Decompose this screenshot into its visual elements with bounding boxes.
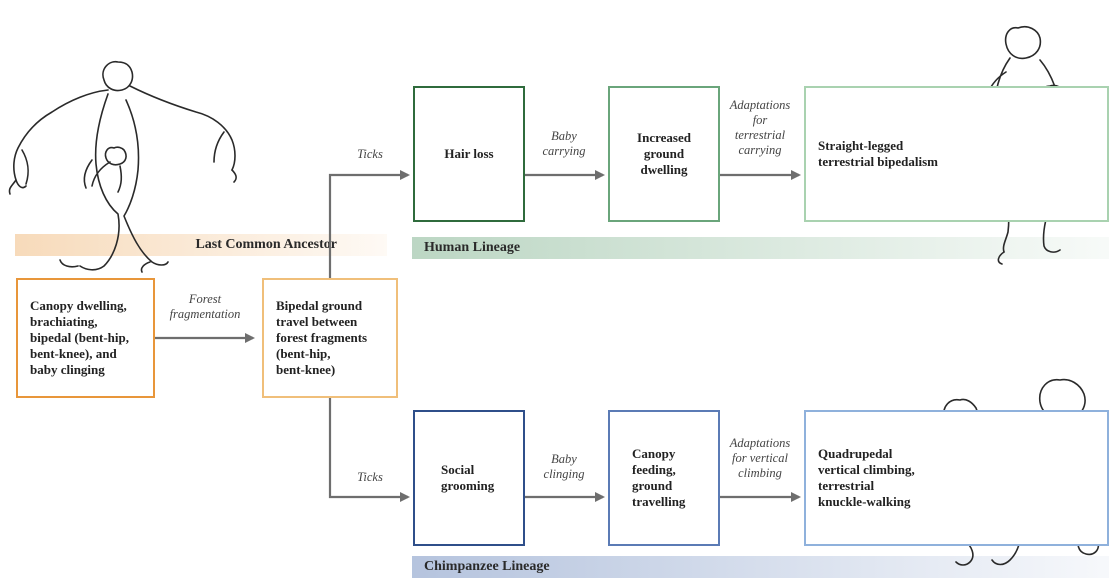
arrow-ticks-top bbox=[328, 170, 410, 278]
edge-label-baby-carrying: Baby carrying bbox=[542, 129, 586, 158]
node-ancestor-state: Canopy dwelling, brachiating, bipedal (b… bbox=[16, 278, 155, 398]
ancestor-band-label: Last Common Ancestor bbox=[195, 237, 337, 252]
edge-label-ticks-top: Ticks bbox=[357, 147, 383, 161]
arrow-ticks-bottom bbox=[328, 398, 410, 502]
node-straight-legged-bipedalism: Straight-legged terrestrial bipedalism bbox=[804, 86, 1109, 222]
human-band-label: Human Lineage bbox=[424, 240, 521, 255]
node-hair-loss: Hair loss bbox=[413, 86, 525, 222]
chimp-band-label: Chimpanzee Lineage bbox=[424, 559, 550, 574]
ancestor-band: Last Common Ancestor bbox=[15, 234, 387, 256]
ape-with-infant-brachiating-icon bbox=[8, 60, 237, 273]
edge-label-adaptations-vertical: Adaptations for vertical climbing bbox=[729, 436, 791, 480]
human-band: Human Lineage bbox=[412, 237, 1109, 259]
edge-label-ticks-bottom: Ticks bbox=[357, 470, 383, 484]
edge-label-baby-clinging: Baby clinging bbox=[543, 452, 585, 481]
node-increased-ground-dwelling: Increased ground dwelling bbox=[608, 86, 720, 222]
edge-label-adaptations-terrestrial: Adaptations for terrestrial carrying bbox=[729, 98, 791, 157]
node-quadrupedal-climbing: Quadrupedal vertical climbing, terrestri… bbox=[804, 410, 1109, 546]
chimp-band: Chimpanzee Lineage bbox=[412, 556, 1109, 578]
node-bipedal-travel: Bipedal ground travel between forest fra… bbox=[262, 278, 398, 398]
node-canopy-feeding: Canopy feeding, ground travelling bbox=[608, 410, 720, 546]
node-social-grooming: Social grooming bbox=[413, 410, 525, 546]
edge-label-forest-fragmentation: Forest fragmentation bbox=[169, 292, 241, 321]
